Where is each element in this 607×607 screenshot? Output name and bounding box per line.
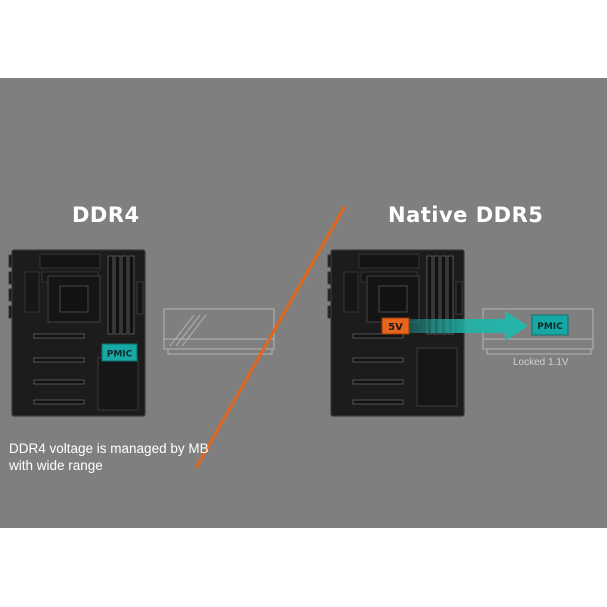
ddr5-title: Native DDR5 <box>388 203 544 227</box>
voltage-badge <box>381 317 410 335</box>
dimm-slots <box>426 255 454 335</box>
section-divider <box>194 205 347 469</box>
ddr5-pmic-label: PMIC <box>537 322 563 332</box>
right-arrow-icon <box>408 311 528 341</box>
ddr4-pmic-chip <box>101 343 138 362</box>
diagram-canvas: PMIC <box>8 205 594 469</box>
pcie-slots <box>33 333 85 405</box>
pcie-slots <box>352 333 404 405</box>
ddr4-pmic-label: PMIC <box>107 350 133 360</box>
locked-voltage-label: Locked 1.1V <box>513 357 569 368</box>
diagram-panel: PMIC <box>0 78 607 528</box>
ddr4-title: DDR4 <box>72 203 140 227</box>
ddr5-pmic-chip <box>531 314 569 336</box>
ddr4-memory-module-icon <box>163 308 275 355</box>
ddr4-motherboard-icon: PMIC <box>8 249 146 417</box>
ddr4-voltage-note: DDR4 voltage is managed by MB with wide … <box>9 441 209 473</box>
dimm-slots <box>107 255 135 335</box>
voltage-badge-label: 5V <box>388 322 403 333</box>
